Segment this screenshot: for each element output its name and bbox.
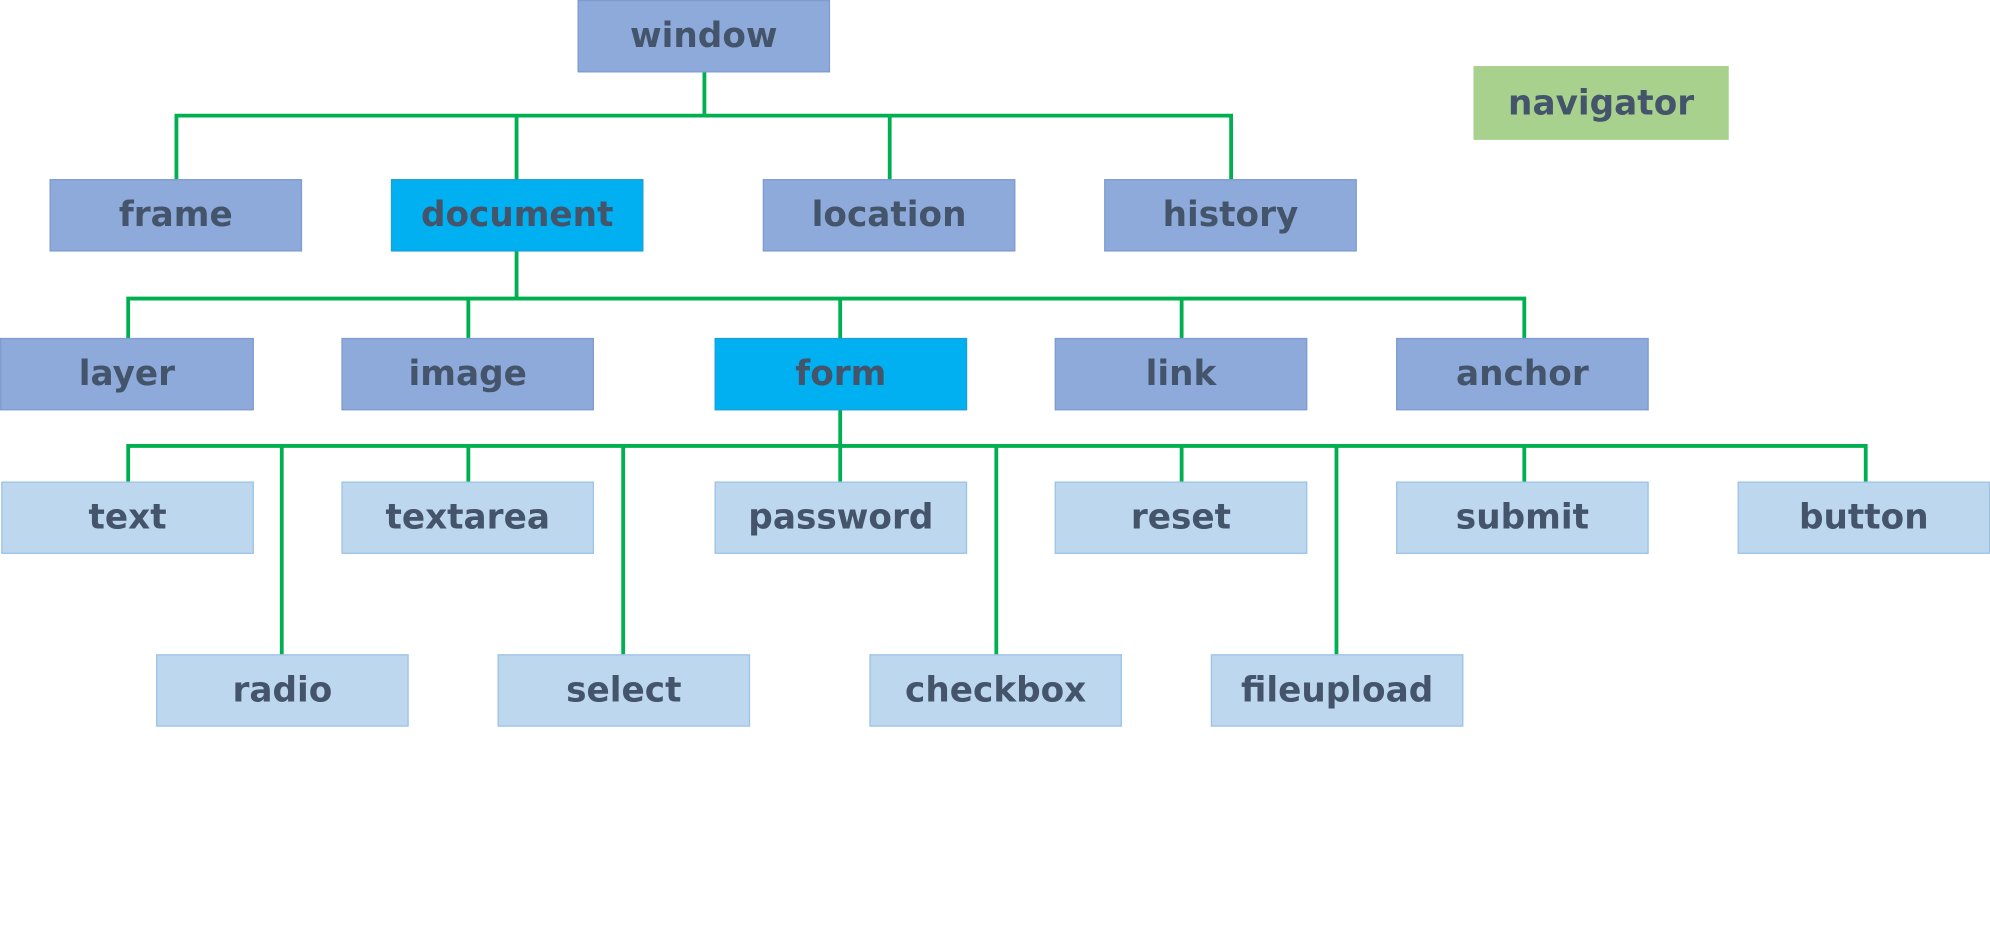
edge-window-bus [174, 71, 1234, 182]
edge-document-bus [126, 250, 1527, 340]
node-password: password [714, 481, 968, 554]
node-button: button [1737, 481, 1990, 554]
node-location: location [762, 179, 1016, 252]
node-window: window [577, 0, 831, 73]
node-checkbox: checkbox [869, 654, 1122, 727]
node-select: select [497, 654, 751, 727]
node-text: text [1, 481, 254, 554]
node-radio: radio [156, 654, 409, 727]
node-history: history [1104, 179, 1357, 252]
node-layer: layer [0, 337, 254, 411]
node-form: form [714, 337, 968, 411]
edge-form-bus [126, 409, 1868, 657]
node-fileupload: fileupload [1210, 654, 1464, 727]
node-frame: frame [49, 179, 303, 252]
node-link: link [1054, 337, 1308, 411]
node-image: image [341, 337, 594, 411]
node-document: document [390, 179, 644, 252]
node-reset: reset [1054, 481, 1308, 554]
node-textarea: textarea [341, 481, 594, 554]
connector-lines [126, 71, 1868, 657]
node-submit: submit [1396, 481, 1649, 554]
node-anchor: anchor [1396, 337, 1649, 411]
node-navigator: navigator [1473, 66, 1729, 140]
